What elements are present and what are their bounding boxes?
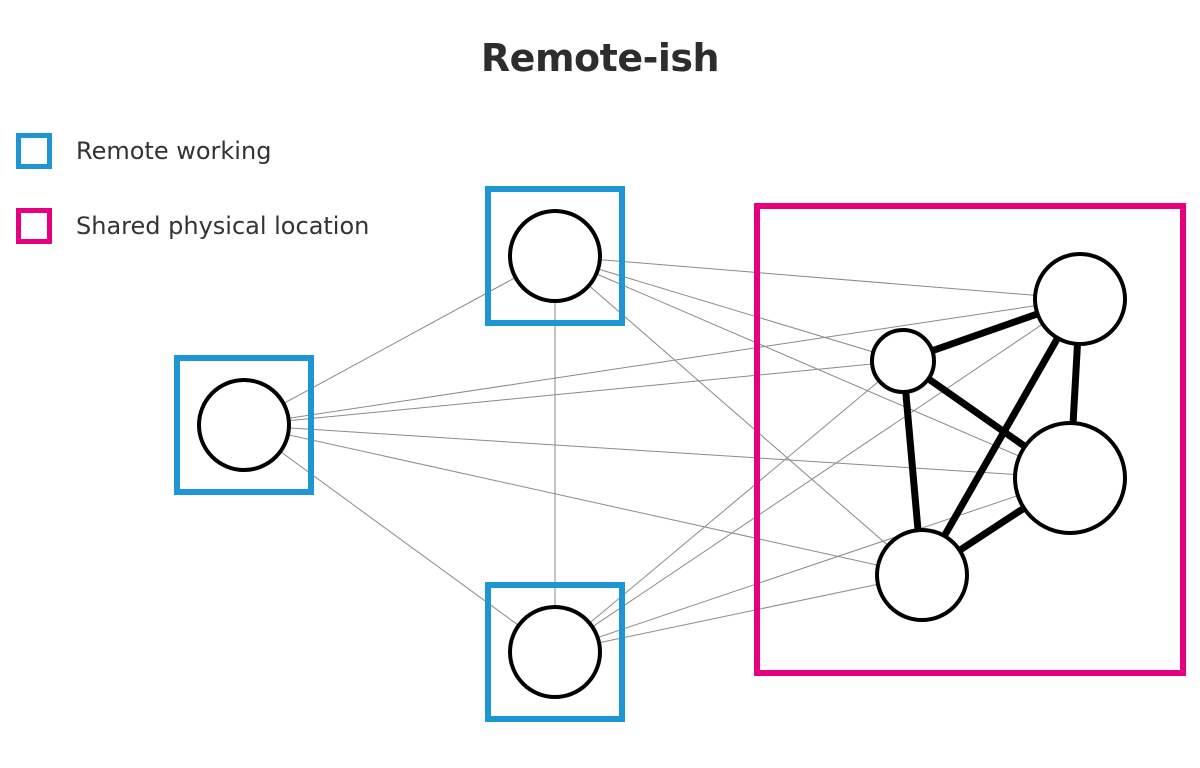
shared-location-box xyxy=(754,203,1186,676)
thick-link-o2-o4 xyxy=(918,297,1084,577)
thin-link-rC-o4 xyxy=(554,574,923,653)
remote-box-rB xyxy=(174,355,314,495)
thin-link-rA-o1 xyxy=(554,255,904,362)
thin-link-rA-o3 xyxy=(554,255,1071,479)
remote-box-rC xyxy=(485,582,625,722)
thin-link-rC-o1 xyxy=(554,360,904,653)
thin-link-rA-rB xyxy=(243,255,556,426)
thin-link-rB-o4 xyxy=(243,424,923,576)
thin-link-rA-o2 xyxy=(554,255,1081,300)
legend-item-shared-physical-location: Shared physical location xyxy=(16,205,369,247)
legend-label-remote-working: Remote working xyxy=(76,137,272,165)
diagram-title: Remote-ish xyxy=(480,36,720,80)
thin-link-rB-o3 xyxy=(243,424,1071,479)
location-boxes xyxy=(174,186,1186,722)
person-node-rA xyxy=(508,209,602,303)
person-node-rC xyxy=(508,605,602,699)
thin-link-rB-o1 xyxy=(243,360,904,426)
person-node-o1 xyxy=(870,328,936,394)
thin-link-rC-o3 xyxy=(554,477,1071,653)
legend-label-shared-physical-location: Shared physical location xyxy=(76,212,370,240)
person-node-o2 xyxy=(1033,252,1127,346)
thin-links xyxy=(243,255,1081,653)
person-nodes xyxy=(197,209,1127,699)
thin-link-rB-o2 xyxy=(243,298,1081,426)
person-node-o4 xyxy=(875,528,969,622)
remote-box-rA xyxy=(485,186,625,326)
person-node-rB xyxy=(197,378,291,472)
thin-link-rB-rC xyxy=(243,424,556,653)
legend-item-remote-working: Remote working xyxy=(16,130,271,172)
legend-swatch-remote-working xyxy=(16,133,52,169)
person-node-o3 xyxy=(1013,421,1127,535)
thin-link-rA-o4 xyxy=(554,255,923,576)
legend-swatch-shared-physical-location xyxy=(16,208,52,244)
thin-link-rC-o2 xyxy=(554,298,1081,653)
